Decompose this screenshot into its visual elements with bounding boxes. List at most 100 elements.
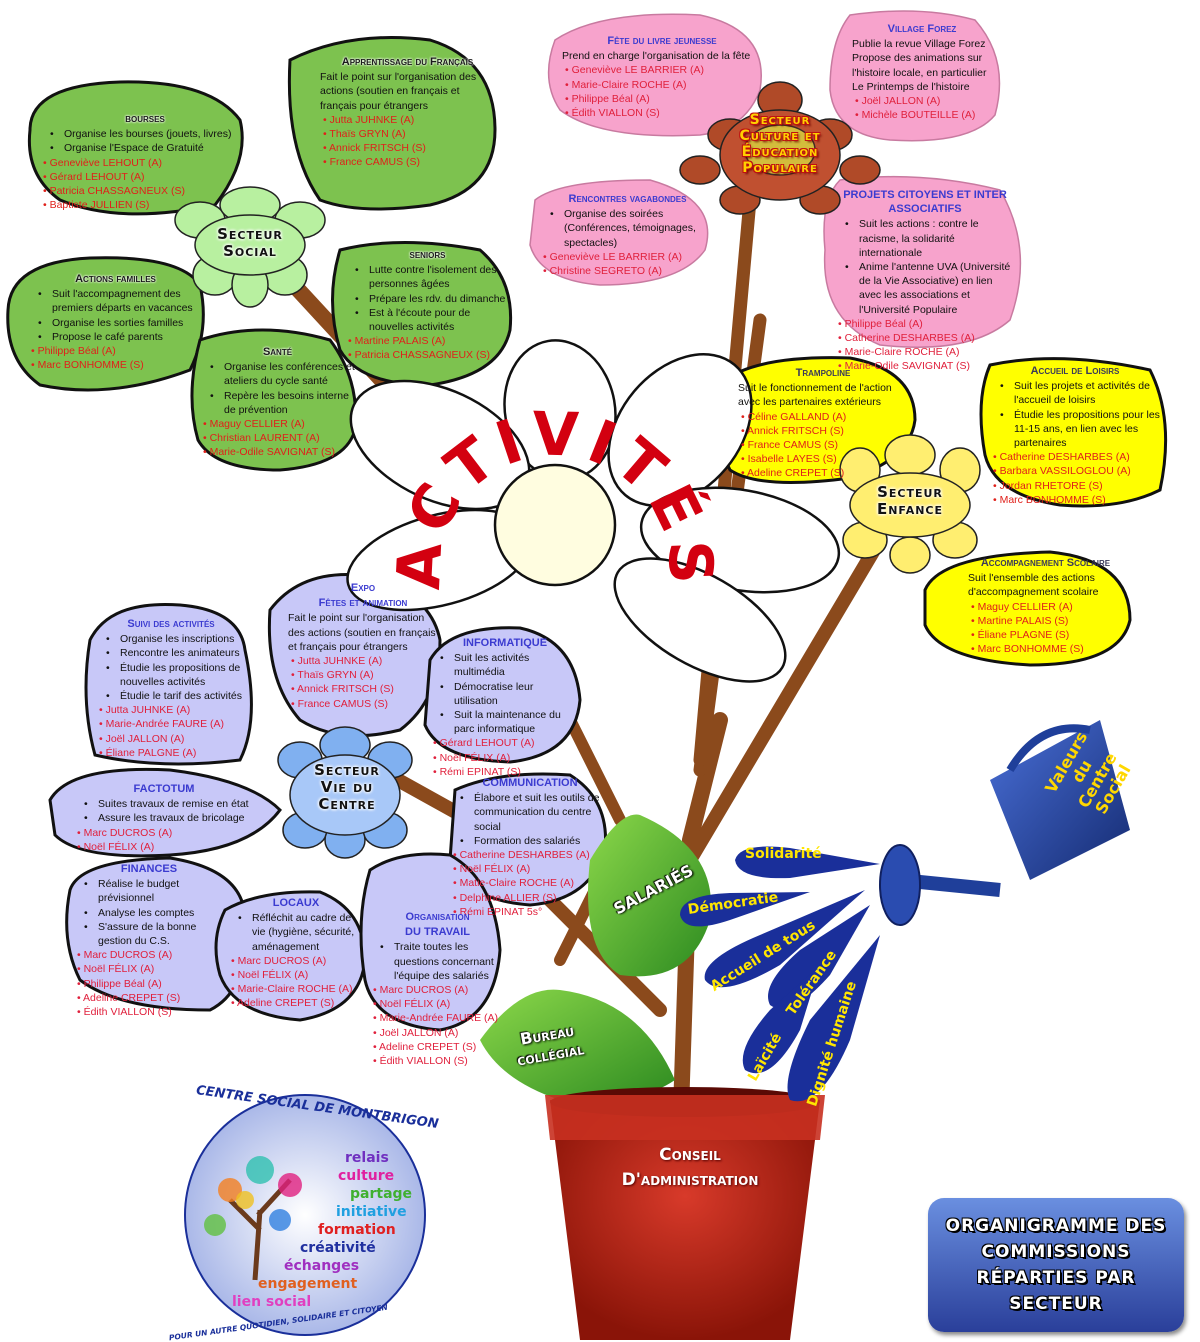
commission-title: FINANCES <box>120 863 178 875</box>
commission-description: Propose des animations sur l'histoire lo… <box>852 52 987 93</box>
commission-description: Fait le point sur l'organisation des act… <box>320 71 477 112</box>
commission-title: Village Forez <box>887 23 957 35</box>
member-item: France CAMUS (S) <box>738 438 908 452</box>
member-item: Marc BONHOMME (S) <box>968 642 1123 656</box>
center-title-text: ACTIVITÉS <box>384 399 726 591</box>
member-item: Marie-Claire ROCHE (A) <box>562 78 762 92</box>
activity-item: Analyse les comptes <box>74 906 224 920</box>
member-item: Philippe Béal (A) <box>562 92 762 106</box>
value-drops <box>680 846 880 1102</box>
commission-title: PROJETS CITOYENS ET INTER ASSOCIATIFS <box>843 189 1007 216</box>
activity-item: Prépare les rdv. du dimanche <box>345 292 510 306</box>
commission-description: Publie la revue Village Forez <box>852 38 986 51</box>
activity-item: Réalise le budget prévisionnel <box>74 877 224 905</box>
logo-tree-icon <box>204 1156 302 1281</box>
commission-actions-familles: Actions familles Suit l'accompagnement d… <box>28 272 203 372</box>
activity-item: Étudie le tarif des activités <box>96 689 246 703</box>
member-item: Noël FÉLIX (A) <box>370 997 505 1011</box>
commission-fete-livre: Fête du livre jeunesse Prend en charge l… <box>562 34 762 120</box>
sector-label-enfance: Secteur Enfance <box>860 484 960 518</box>
member-item: Christian LAURENT (A) <box>200 431 355 445</box>
commission-list: Céline GALLAND (A)Annick FRITSCH (S)Fran… <box>738 410 908 481</box>
commission-communication: COMMUNICATION Élabore et suit les outils… <box>450 776 610 919</box>
commission-title: COMMUNICATION <box>482 777 578 789</box>
logo-word: formation <box>318 1222 396 1238</box>
member-item: Maguy CELLIER (A) <box>968 600 1123 614</box>
commission-list: Suit les activités multimédiaDémocratise… <box>430 651 580 779</box>
member-item: Adeline CREPET (S) <box>738 466 908 480</box>
logo-word: échanges <box>284 1258 360 1274</box>
logo-word: lien social <box>232 1294 312 1310</box>
leaf-bureau <box>480 989 675 1103</box>
member-item: Annick FRITSCH (S) <box>288 682 438 696</box>
activity-item: Organise les inscriptions <box>96 632 246 646</box>
activity-item: S'assure de la bonne gestion du C.S. <box>74 920 224 948</box>
center-title-svg: ACTIVITÉS <box>384 399 720 591</box>
vie-centre-flower-icon <box>277 726 413 859</box>
logo-circle <box>184 1094 426 1336</box>
sector-label-line: Secteur <box>314 761 380 779</box>
member-item: Joël JALLON (A) <box>96 732 246 746</box>
member-item: Geneviève LE BARRIER (A) <box>540 250 715 264</box>
member-item: Barbara VASSILOGLOU (A) <box>990 464 1160 478</box>
member-item: Marc DUCROS (A) <box>74 826 254 840</box>
commission-title: Accueil de Loisirs <box>1030 365 1120 377</box>
activity-item: Rencontre les animateurs <box>96 646 246 660</box>
sector-label-line: Secteur <box>749 112 811 128</box>
member-item: Delphine ALLIER (S) <box>450 891 610 905</box>
activity-item: Anime l'antenne UVA (Université de la Vi… <box>835 260 1015 317</box>
member-item: Noël FÉLIX (A) <box>74 840 254 854</box>
member-item: Patricia CHASSAGNEUX (S) <box>345 348 510 362</box>
member-item: France CAMUS (S) <box>288 697 438 711</box>
commission-sante: Santé Organise les conférences et atelie… <box>200 345 355 460</box>
commission-list: Geneviève LE BARRIER (A)Marie-Claire ROC… <box>562 63 762 120</box>
member-item: Martine PALAIS (A) <box>345 334 510 348</box>
commission-list: Organise les inscriptionsRencontre les a… <box>96 632 246 760</box>
commission-expo-fetes: Expo Fêtes et animation Fait le point su… <box>288 581 438 711</box>
commission-description: Prend en charge l'organisation de la fêt… <box>562 50 751 63</box>
activity-item: Assure les travaux de bricolage <box>74 811 254 825</box>
commission-description: Fait le point sur l'organisation des act… <box>288 612 436 653</box>
logo-word: créativité <box>300 1240 376 1256</box>
member-item: Adeline CREPET (S) <box>74 991 224 1005</box>
value-solidarite: Solidarité <box>745 846 822 862</box>
commission-title: LOCAUX <box>272 897 320 909</box>
commission-list: Suit les actions : contre le racisme, la… <box>835 217 1015 373</box>
activity-item: Organise les bourses (jouets, livres) <box>40 127 250 141</box>
commission-title: Suivi des activités <box>127 618 215 630</box>
activity-item: Propose le café parents <box>28 330 203 344</box>
member-item: Jutta JUHNKE (A) <box>96 703 246 717</box>
activity-item: Est à l'écoute pour de nouvelles activit… <box>345 306 510 334</box>
sector-label-line: Secteur <box>877 483 943 501</box>
member-item: Marc BONHOMME (S) <box>990 493 1160 507</box>
activity-item: Organise les conférences et ateliers du … <box>200 360 355 388</box>
member-item: Philippe Béal (A) <box>28 344 203 358</box>
member-item: Marie-Andrée FAURE (A) <box>370 1011 505 1025</box>
member-item: Éliane PALGNE (A) <box>96 746 246 760</box>
commission-factotum: FACTOTUM Suites travaux de remise en éta… <box>74 782 254 854</box>
member-item: Gérard LEHOUT (A) <box>430 736 580 750</box>
member-item: Rémi EPINAT 5s° <box>450 905 610 919</box>
member-item: Jutta JUHNKE (A) <box>288 654 438 668</box>
commission-title: Santé <box>262 346 293 358</box>
member-item: Céline GALLAND (A) <box>738 410 908 424</box>
commission-trampoline: Trampoline Suit le fonctionnement de l'a… <box>738 366 908 481</box>
member-item: Joël JALLON (A) <box>370 1026 505 1040</box>
sector-label-social: Secteur Social <box>195 226 305 260</box>
member-item: Adeline CREPET (S) <box>370 1040 505 1054</box>
member-item: Noël FÉLIX (A) <box>430 751 580 765</box>
member-item: Philippe Béal (A) <box>74 977 224 991</box>
activity-item: Repère les besoins interne de prévention <box>200 389 355 417</box>
member-item: Catherine DESHARBES (A) <box>990 450 1160 464</box>
commission-list: Suit les projets et activités de l'accue… <box>990 379 1160 507</box>
activity-item: Traite toutes les questions concernant l… <box>370 940 505 983</box>
commission-village-forez: Village Forez Publie la revue Village Fo… <box>852 22 992 122</box>
logo-word: initiative <box>336 1204 407 1220</box>
activity-item: Organise l'Espace de Gratuité <box>40 141 250 155</box>
activites-flower <box>346 339 841 683</box>
activity-item: Suit l'accompagnement des premiers dépar… <box>28 287 203 315</box>
commission-suivi-activites: Suivi des activités Organise les inscrip… <box>96 617 246 760</box>
commission-list: Réfléchit au cadre de vie (hygiène, sécu… <box>228 911 364 1010</box>
sector-label-line: Secteur <box>217 225 283 243</box>
commission-list: Jutta JUHNKE (A)Thaïs GRYN (A)Annick FRI… <box>288 654 438 711</box>
